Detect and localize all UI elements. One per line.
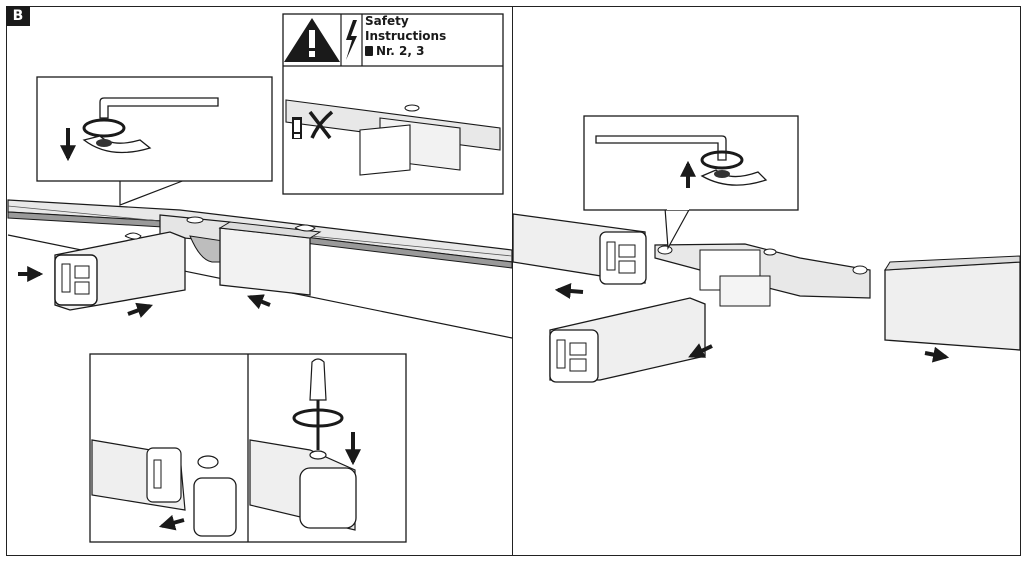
safety-instruction-box xyxy=(282,13,504,195)
lightning-bolt-icon xyxy=(346,20,357,60)
safety-title-line2: Instructions xyxy=(365,29,447,43)
insert-direction-arrows xyxy=(18,266,271,318)
screwdriver-icon xyxy=(309,358,327,401)
right-track-right-piece xyxy=(884,255,1021,363)
right-track-front-piece xyxy=(549,297,713,383)
step-label: B xyxy=(6,6,30,26)
hex-key-tighten-callout xyxy=(36,76,273,206)
safety-reference-row: Nr. 2, 3 xyxy=(365,44,475,59)
right-connector xyxy=(654,243,871,307)
hex-key-loosen-callout xyxy=(583,115,799,251)
track-segment-right xyxy=(218,221,322,296)
manual-book-icon xyxy=(365,46,373,56)
end-cap-inset xyxy=(89,353,407,543)
safety-title-line1: Safety xyxy=(365,14,409,28)
forbidden-cross-icon xyxy=(308,110,334,140)
safety-instructions-text: Safety Instructions Nr. 2, 3 xyxy=(365,14,475,59)
safety-reference: Nr. 2, 3 xyxy=(376,44,425,58)
track-segment-left xyxy=(54,231,186,311)
right-track-left-piece xyxy=(512,213,647,299)
